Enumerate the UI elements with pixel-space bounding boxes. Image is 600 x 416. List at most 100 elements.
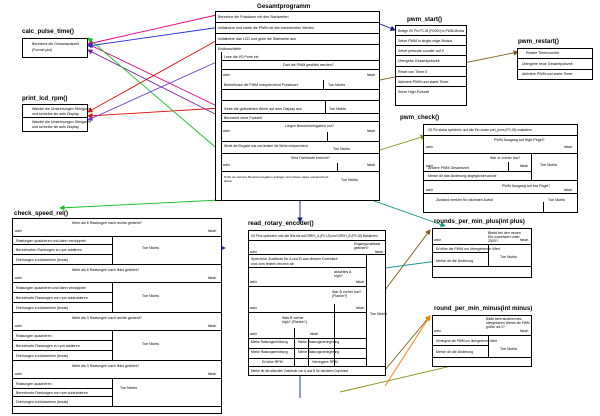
main-cond: Darf die PWM gestiftet werden? [283,63,334,67]
speed-row: Rastungen quadrieren [16,334,52,338]
yes-label: wahr [250,250,257,254]
yes-label: wahr [434,238,441,242]
pwm-start-row: Setze High-Pulszeit [398,90,430,94]
main-row: Endlosschleife [218,47,242,51]
yes-label: wahr [426,145,433,149]
yes-label: wahr [434,329,441,333]
speed-row: Berechneten Rastungen zu rpm addieren [16,248,82,252]
yes-label: wahr [15,276,22,280]
block-frame [12,218,222,414]
block-title: round_per_min_minus(int minus) [434,305,533,312]
connector-arrow [87,26,222,49]
main-row: Beeinflusse die PWM entsprechend Putsbus… [224,83,299,87]
speed-row: Tue Nichts [142,342,160,346]
no-label: falsch [208,229,217,233]
main-row: Initialisiere und starte die PWM mit den… [218,26,314,30]
yes-label: wahr [223,163,230,167]
speed-cond: Mehr als 6 Rastungen nach links gedreht? [72,268,140,272]
yes-label: wahr [426,188,433,192]
no-label: falsch [208,324,217,328]
speed-row: Tue Nichts [120,386,138,390]
print-row: Wandle die Umdrehungen Stringwert [32,120,91,124]
connector-arrow [87,59,222,121]
block-frame [395,25,467,106]
speed-row: Rastungen quadrieren und dann verdoppeln [16,286,87,290]
speed-row: Berechnete Rastungen von rpm subtrahiere… [16,296,88,300]
pwm-start-row: Aktiviere PWM und starte Timer [398,80,449,84]
no-label: falsch [520,238,529,242]
speed-row: Berechnete Rastungen zu rpm addieren [16,344,80,348]
no-label: falsch [208,372,217,376]
connector-arrow [379,134,426,151]
block-title: pwm_start() [407,16,443,23]
rotary-row: Merke Rastungsverringerung [298,350,340,354]
main-row: Prüfe ob mehrere Benutzereingaben anfolg… [224,175,329,183]
block-frame [423,124,578,213]
main-cond: Liegen Benutzereingaben vor? [285,124,334,128]
rotary-cond: War B vorher low? (Flanke?) [332,290,362,298]
pwm-check-row: Zustand merken für nächsten Aufruf [436,198,494,202]
connector-arrow [87,43,222,109]
no-label: falsch [520,164,529,168]
pwm-check-row: I/O Pin status speichern und alle Ein-/u… [428,128,532,132]
block-frame [432,315,532,367]
block-frame [22,38,88,58]
speed-row: Rastungen quadrieren [16,382,52,386]
block-frame [215,11,380,201]
pwm-check-row: Tue Nichts [548,198,566,202]
rotary-cond: aktuelles A high? [334,270,352,278]
rotary-cond: Was B vorher high? (Flanke?) [282,316,307,324]
main-row: Werte die Eingabe aus und ändere die Wer… [224,144,308,148]
speed-cond: Mehr als 3 Rastungen nach links gedreht? [72,364,140,368]
yes-label: wahr [15,324,22,328]
rotary-row: Merke dir die aktuellen Zustände von A u… [251,369,349,373]
no-label: falsch [310,332,319,336]
pwm-check-cond: PWM Ausgang auf low Pegel? [502,184,551,188]
rpm-plus-row: Erhöhe die PWM um übergebenen Wert [436,247,500,251]
yes-label: wahr [223,129,230,133]
rotary-row: Merke Rastungserhöhung [251,340,288,344]
connector-arrow [384,315,431,371]
connector-arrow [384,315,431,387]
rotary-row: und vom letzten einzeln ab [251,262,294,266]
pwm-start-row: Übergebe Gesamtpulszeit [398,59,440,63]
block-title: Gesamtprogramm [257,3,311,10]
block-title: check_speed_rel() [14,210,68,217]
pwm-check-row: Ändere PWM-Gesamtzeit [428,166,469,170]
no-label: falsch [564,145,573,149]
main-row: Gebe die geänderten Werte auf dem Displa… [224,107,302,111]
speed-row: Drehungen zurücksetzen (break) [16,354,69,358]
main-row: Lese die I/O Ports ein [224,55,259,59]
block-frame [22,104,88,132]
connector-arrow [87,37,222,113]
print-row: und schreibe sie aufs Display [32,125,79,129]
yes-label: wahr [250,280,257,284]
block-title: calc_pulse_time() [22,28,74,35]
block-title: pwm_restart() [518,38,559,45]
rotary-row: Speichere Zustände für A und B aus diese… [251,257,338,261]
rotary-row: Verringere RPM [312,360,338,364]
rotary-row: Merke Rastungsverringerung [298,340,340,344]
rpm-plus-row: Merke dir die Änderung [436,259,474,263]
calc-row: Berechne die Gesamtpulszeit [32,42,79,46]
speed-row: Drehungen zurücksetzen (break) [16,400,69,404]
pwm-start-row: Belege I/O Pin PC.05 (PD0E0) in PWM-Modu… [398,29,465,33]
main-row: Tue Nichts [329,107,347,111]
yes-label: wahr [223,73,230,77]
rpm-minus-row: Merke dir die Änderung [436,350,474,354]
rotary-row: Erhöhe RPM [262,360,283,364]
pwm-restart-row: Übergebe neue Gesamtpulszeit [522,62,573,66]
connector-arrow [359,195,446,228]
rpm-minus-cond: Bleibt beim abziehen des übergebenen Wer… [486,317,530,329]
main-row: Tue Nichts [328,83,346,87]
pwm-check-cond: War er vorher low? [490,156,521,160]
yes-label: wahr [15,229,22,233]
main-row: Berechne die Pulsdauer mit den Startwert… [218,15,289,19]
print-row: und schreibe sie aufs Display [32,112,79,116]
yes-label: wahr [250,306,257,310]
pwm-check-row: Tue Nichts [540,163,558,167]
connector-arrow [87,13,222,46]
speed-row: Tue Nichts [142,246,160,250]
no-label: falsch [367,129,376,133]
rotary-row: Tue Nichts [370,312,388,316]
